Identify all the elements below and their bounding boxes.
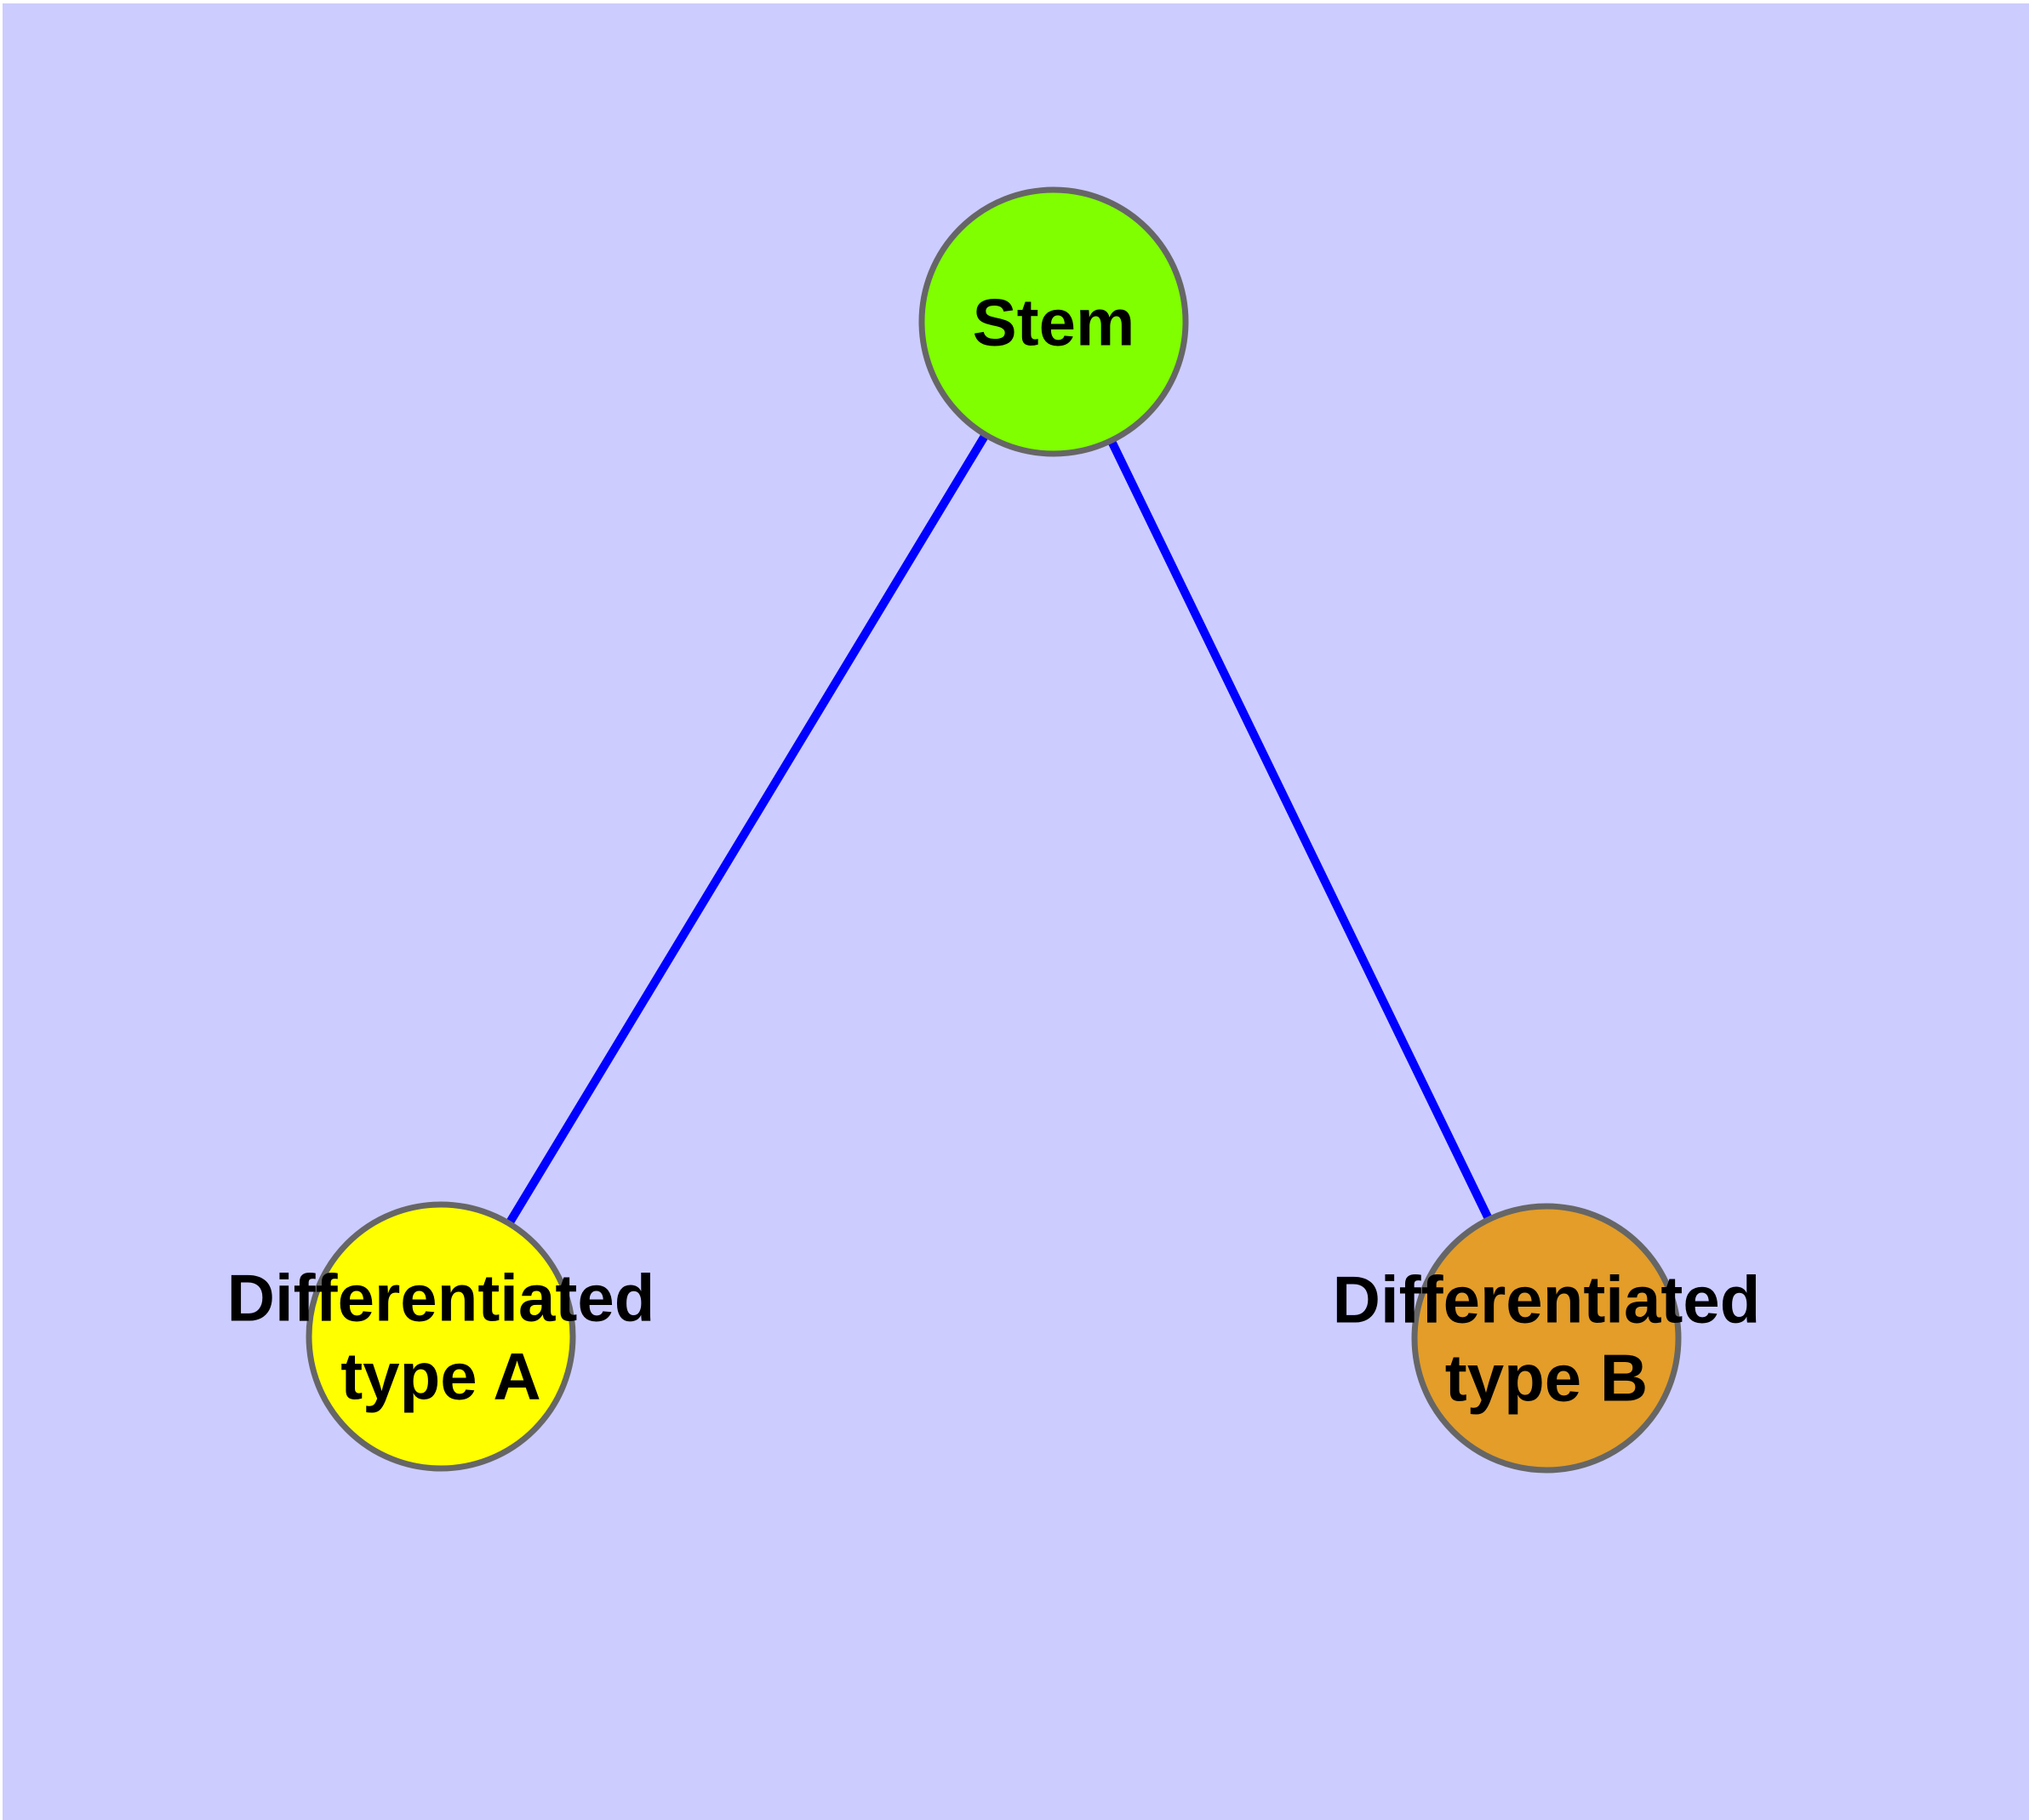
node-label-line: Differentiated: [1333, 1262, 1761, 1336]
node-label-line: Differentiated: [227, 1260, 655, 1335]
node-label-stem: Stem: [973, 284, 1135, 359]
node-circle-diff_b[interactable]: [1411, 1203, 1682, 1474]
graph-edge-stem-diff_a[interactable]: [501, 426, 993, 1232]
node-label-line: type A: [340, 1338, 541, 1413]
graph-edge-stem-diff_b[interactable]: [1104, 432, 1496, 1228]
graph-node-stem[interactable]: Stem: [918, 186, 1189, 457]
node-label-line: type B: [1445, 1340, 1648, 1415]
node-circle-stem[interactable]: [918, 186, 1189, 457]
node-circle-diff_a[interactable]: [306, 1201, 576, 1472]
edges-layer: [501, 426, 1496, 1232]
node-label-line: Stem: [973, 284, 1135, 359]
